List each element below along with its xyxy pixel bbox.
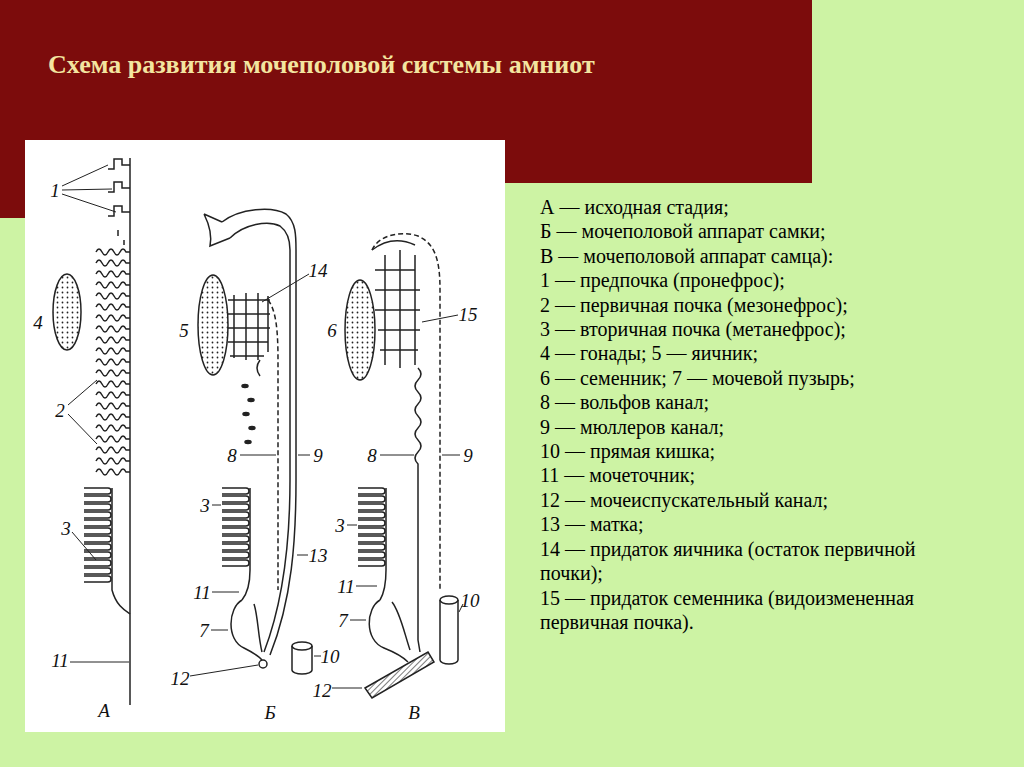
callout-number: 8 (367, 446, 377, 465)
panel-a-drawing (53, 158, 130, 705)
callout-number: 9 (463, 446, 473, 465)
urethra (259, 660, 267, 668)
callout-number: 7 (338, 611, 348, 630)
callout-number: В (408, 703, 420, 722)
epoophoron (228, 293, 270, 376)
rectum (440, 596, 458, 604)
legend-line: 6 — семенник; 7 — мочевой пузырь; (540, 366, 935, 390)
callout-number: Б (264, 703, 275, 722)
bladder (369, 600, 410, 662)
callout-number: 10 (461, 591, 480, 610)
callout-number: 1 (50, 181, 60, 200)
callout-number: 11 (193, 583, 211, 602)
legend-line: 11 — мочеточник; (540, 463, 935, 487)
legend-line: 14 — придаток яичника (остаток первичной… (540, 537, 935, 586)
legend-line: 15 — придаток семенника (видоизмененная … (540, 586, 935, 635)
mullerian-duct (222, 209, 296, 655)
callout-number: 15 (459, 305, 478, 324)
callout-number: 11 (51, 651, 69, 670)
legend-line: 1 — предпочка (пронефрос); (540, 268, 935, 292)
callout-number: 3 (61, 519, 71, 538)
legend-line: Б — мочеполовой аппарат самки; (540, 219, 935, 243)
mesonephros (96, 249, 130, 475)
legend-line: 10 — прямая кишка; (540, 439, 935, 463)
callout-number: А (98, 701, 110, 720)
callout-number: 12 (171, 669, 190, 688)
callout-number: 14 (309, 261, 328, 280)
legend-line: 4 — гонады; 5 — яичник; (540, 341, 935, 365)
callout-number: 13 (309, 546, 328, 565)
callout-number: 10 (321, 647, 340, 666)
legend-line: 12 — мочеиспускательный канал; (540, 488, 935, 512)
callout-number: 3 (200, 496, 210, 515)
pronephros (108, 159, 130, 245)
callout-number: 6 (327, 321, 337, 340)
bladder (231, 600, 262, 660)
epididymis (372, 241, 420, 368)
callout-number: 4 (33, 313, 43, 332)
metanephros (84, 488, 130, 614)
callout-number: 5 (179, 321, 189, 340)
callout-number: 11 (337, 577, 355, 596)
legend-text-column: А — исходная стадия;Б — мочеполовой аппа… (540, 195, 935, 634)
remnant-dots (242, 385, 255, 444)
mullerian-duct (230, 223, 290, 652)
vas-deferens (415, 368, 421, 652)
callout-number: 9 (313, 446, 323, 465)
metanephros (358, 488, 386, 600)
legend-line: А — исходная стадия; (540, 195, 935, 219)
figure-panel (25, 140, 505, 732)
legend-line: В — мочеполовой аппарат самца): (540, 244, 935, 268)
duct (129, 158, 131, 705)
leader-lines (62, 165, 463, 688)
panel-b-drawing (198, 209, 312, 674)
slide-title: Схема развития мочеполовой системы амнио… (48, 50, 595, 80)
ovary (198, 275, 228, 375)
legend-line: 3 — вторичная почка (метанефрос); (540, 317, 935, 341)
callout-number: 7 (199, 621, 209, 640)
callout-number: 12 (313, 681, 332, 700)
wolffian-remnant (268, 300, 278, 590)
urethra (365, 652, 434, 698)
legend-line: 2 — первичная почка (мезонефрос); (540, 293, 935, 317)
legend-line: 13 — матка; (540, 512, 935, 536)
callout-number: 2 (55, 401, 65, 420)
legend-line: 8 — вольфов канал; (540, 390, 935, 414)
testis (345, 280, 375, 380)
callout-number: 3 (335, 516, 345, 535)
callout-number: 8 (227, 446, 237, 465)
metanephros (222, 488, 250, 600)
panel-c-drawing (345, 234, 458, 698)
gonad (53, 274, 81, 350)
legend-line: 9 — мюллеров канал; (540, 415, 935, 439)
rectum (440, 600, 458, 664)
rectum (292, 642, 312, 650)
